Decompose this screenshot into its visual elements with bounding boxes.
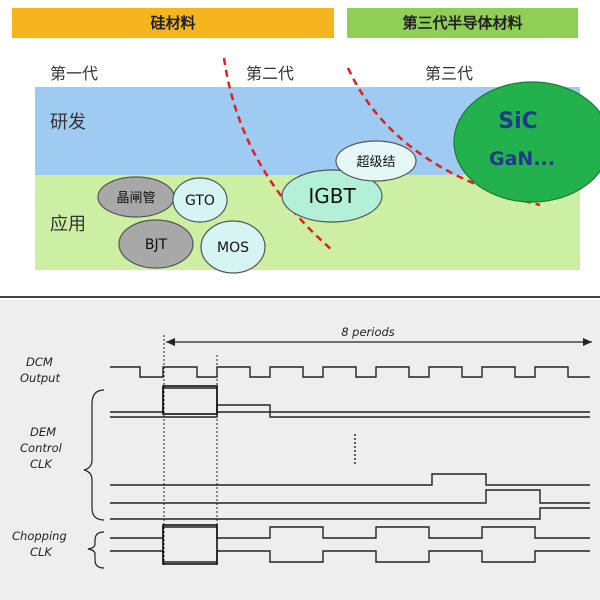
igbt-bubble xyxy=(281,169,383,223)
dcm-label-2: Output xyxy=(20,371,60,385)
chopping-highlight-box xyxy=(162,524,218,565)
semiconductor-generations-diagram: 硅材料 第三代半导体材料 第一代 第二代 第三代 研发 应用 晶闸管 GTO B… xyxy=(0,0,600,290)
dem-clk-4 xyxy=(110,489,590,504)
generation-2-label: 第二代 xyxy=(246,64,295,83)
mos-bubble xyxy=(200,220,266,274)
igbt-label: IGBT xyxy=(308,184,356,208)
chopping-clk-1 xyxy=(110,526,590,539)
dcm-label-1: DCM xyxy=(26,355,53,369)
gen1-gen2-boundary xyxy=(222,57,333,251)
silicon-material-header: 硅材料 xyxy=(12,8,334,38)
dem-clk-1 xyxy=(110,387,590,413)
dcm-output-waveform xyxy=(110,366,590,378)
gan-label: GaN... xyxy=(489,148,555,170)
dem-label-3: CLK xyxy=(30,457,53,471)
superjunction-bubble xyxy=(335,140,417,182)
periods-arrow-right-head xyxy=(583,338,592,346)
generation-3-label: 第三代 xyxy=(425,64,474,83)
sic-gan-bubble xyxy=(453,81,600,203)
periods-arrow-left-head xyxy=(166,338,175,346)
dem-brace xyxy=(83,389,105,521)
bjt-bubble xyxy=(118,219,194,269)
chopping-label-2: CLK xyxy=(30,545,53,559)
timing-diagram: 8 periods DCM Output DEM Control CLK Cho… xyxy=(0,300,600,600)
third-gen-material-header: 第三代半导体材料 xyxy=(347,8,578,38)
generation-1-label: 第一代 xyxy=(50,64,99,83)
dem-highlight-box xyxy=(162,385,218,415)
gto-label: GTO xyxy=(185,193,215,209)
application-row-label: 应用 xyxy=(50,214,86,235)
sic-label: SiC xyxy=(498,109,538,134)
gto-bubble xyxy=(172,177,228,223)
chopping-brace xyxy=(87,531,105,569)
mos-label: MOS xyxy=(217,240,249,256)
dem-clk-3 xyxy=(110,473,590,486)
dem-clk-5 xyxy=(110,507,590,520)
periods-label: 8 periods xyxy=(341,325,395,339)
dem-label-2: Control xyxy=(20,441,63,455)
thyristor-label: 晶闸管 xyxy=(116,191,155,206)
chopping-label-1: Chopping xyxy=(12,529,67,543)
rd-row-label: 研发 xyxy=(50,112,86,133)
bjt-label: BJT xyxy=(145,237,168,253)
dem-label-1: DEM xyxy=(30,425,56,439)
chopping-clk-2 xyxy=(110,550,590,563)
timing-waveforms: 8 periods DCM Output DEM Control CLK Cho… xyxy=(12,325,592,569)
dem-clk-2 xyxy=(110,404,590,418)
superjunction-label: 超级结 xyxy=(356,155,395,170)
device-bubbles: 晶闸管 GTO BJT MOS IGBT 超级结 SiC GaN... xyxy=(97,57,600,274)
section-divider xyxy=(0,296,600,298)
